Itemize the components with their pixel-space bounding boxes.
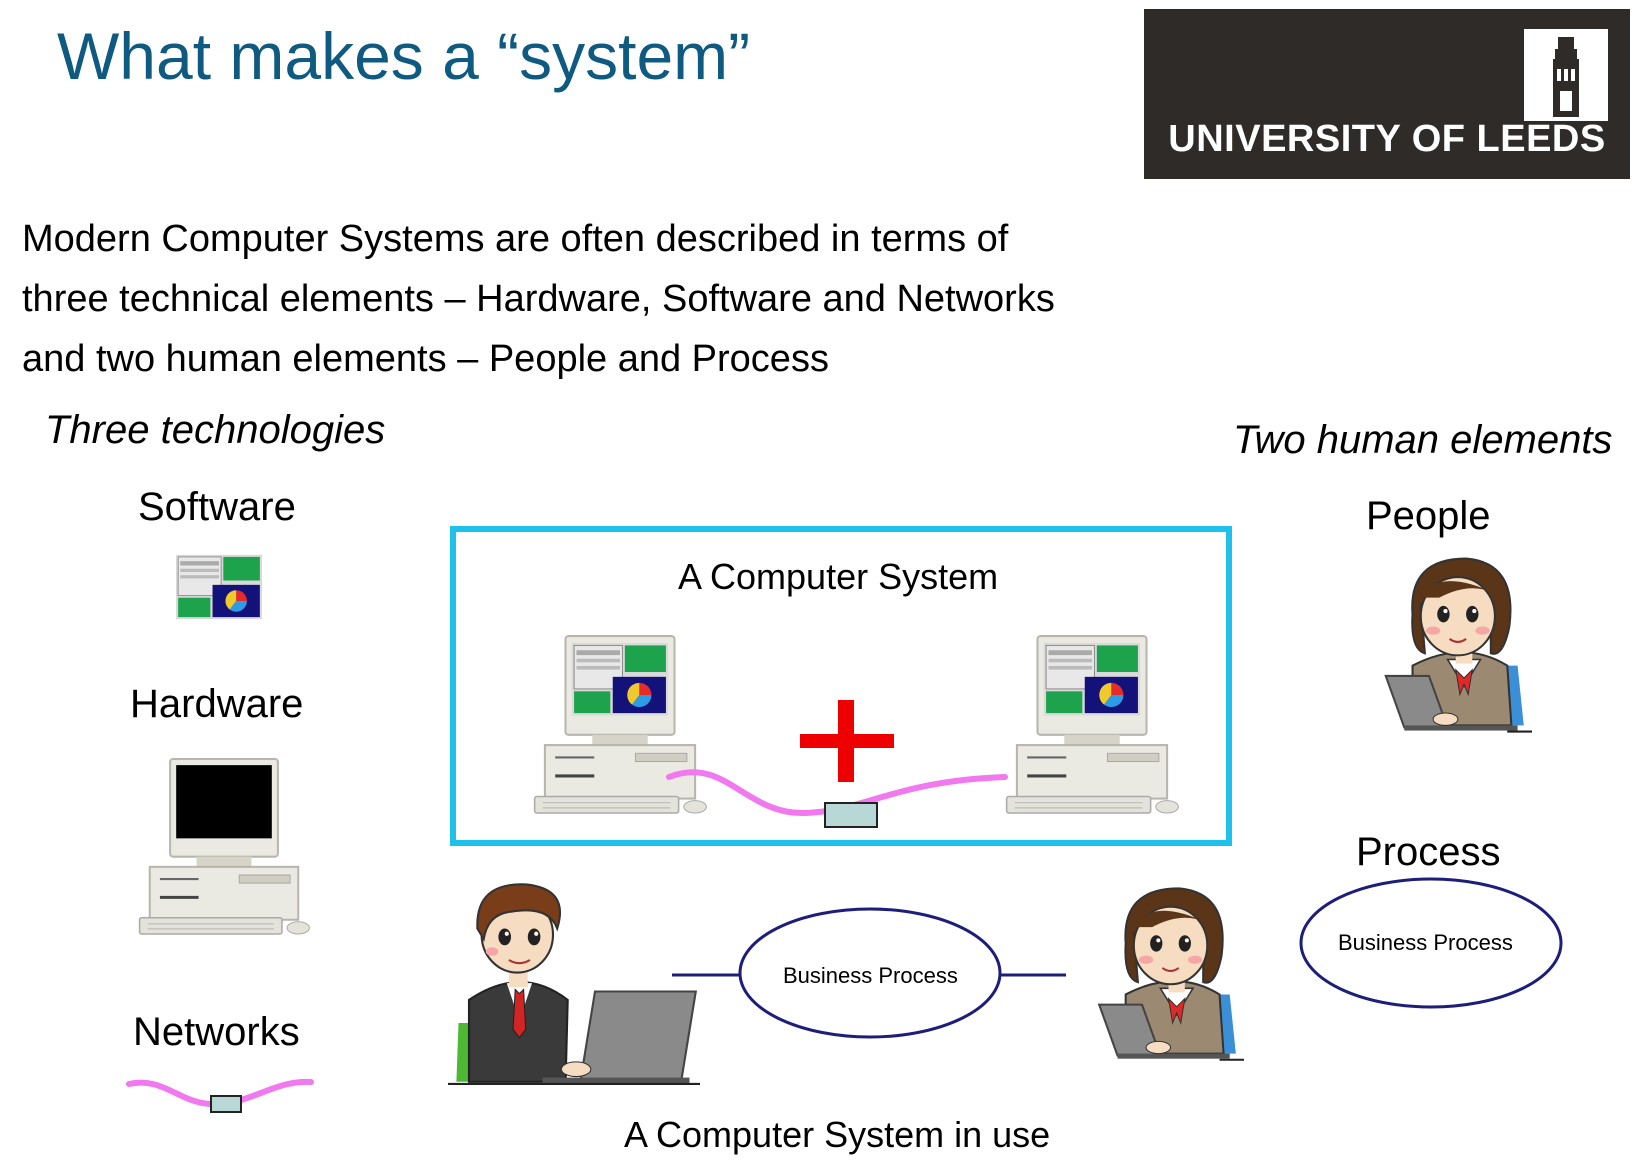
person-with-laptop-icon [1326, 550, 1532, 736]
computer-system-label: A Computer System [678, 556, 999, 597]
business-process-label: Business Process [783, 963, 958, 988]
computer-system-in-use-label: A Computer System in use [624, 1114, 1051, 1155]
hardware-computer-icon [130, 757, 318, 935]
process-label: Process [1356, 830, 1501, 874]
university-logo: UNIVERSITY OF LEEDS [1144, 9, 1630, 179]
university-name: UNIVERSITY OF LEEDS [1168, 118, 1606, 160]
page-title: What makes a “system” [57, 19, 751, 93]
woman-with-laptop-icon [1040, 880, 1244, 1064]
software-label: Software [138, 485, 296, 529]
intro-line-1: Modern Computer Systems are often descri… [22, 218, 1009, 260]
process-ellipse-label: Business Process [1338, 930, 1513, 955]
plus-icon [800, 700, 894, 782]
networks-label: Networks [133, 1010, 300, 1054]
computer-system-box [450, 526, 1232, 846]
hardware-label: Hardware [130, 682, 304, 726]
people-label: People [1366, 494, 1491, 538]
network-cable-icon [126, 1078, 314, 1113]
two-human-elements-heading: Two human elements [1233, 418, 1613, 462]
computer-right-icon [997, 634, 1187, 814]
business-process-diagram [672, 907, 1066, 1039]
tower-icon [1524, 29, 1608, 121]
intro-line-2: three technical elements – Hardware, Sof… [22, 278, 1055, 320]
three-technologies-heading: Three technologies [45, 408, 386, 452]
process-ellipse [1299, 877, 1563, 1009]
intro-line-3: and two human elements – People and Proc… [22, 338, 829, 380]
man-with-laptop-icon [448, 876, 700, 1086]
software-screenshot-icon [176, 554, 262, 620]
network-cable-link [666, 769, 1008, 828]
